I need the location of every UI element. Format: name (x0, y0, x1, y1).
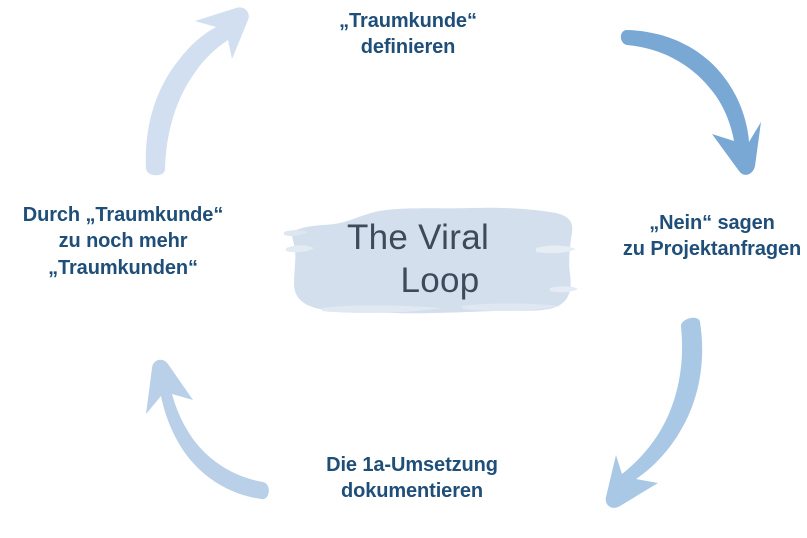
node-label-top-line-2: definieren (360, 36, 456, 59)
node-label-right: „Nein“ sagen zu Projektanfragen (617, 210, 807, 263)
node-label-bottom: Die 1a-Umsetzung dokumentieren (252, 452, 572, 505)
arrow-top-left-icon (145, 7, 249, 176)
arrow-bottom-right-icon (605, 317, 703, 508)
node-label-left: Durch „Traumkunde“ zu noch mehr „Traumku… (0, 202, 246, 281)
center-title-block: The Viral Loop (282, 196, 578, 324)
node-label-left-line-2: zu noch mehr (58, 230, 188, 253)
node-label-top-line-1: „Traumkunde“ (339, 10, 477, 32)
node-label-right-line-2: zu Projektanfragen (622, 238, 802, 261)
node-label-bottom-line-1: Die 1a-Umsetzung (326, 454, 498, 476)
arrow-top-right-icon (620, 30, 761, 175)
node-label-left-line-3: „Traumkunden“ (48, 256, 198, 279)
node-label-left-line-1: Durch „Traumkunde“ (22, 204, 224, 226)
node-label-bottom-line-2: dokumentieren (340, 480, 484, 503)
node-label-right-line-1: „Nein“ sagen (649, 212, 775, 234)
arrow-bottom-left-icon (146, 359, 269, 500)
node-label-top: „Traumkunde“ definieren (248, 8, 568, 61)
brush-stroke-icon (284, 207, 578, 314)
center-title-line-2: Loop (400, 261, 480, 300)
center-title-line-1: The Viral (346, 218, 490, 258)
center-title: The Viral Loop (282, 196, 578, 324)
